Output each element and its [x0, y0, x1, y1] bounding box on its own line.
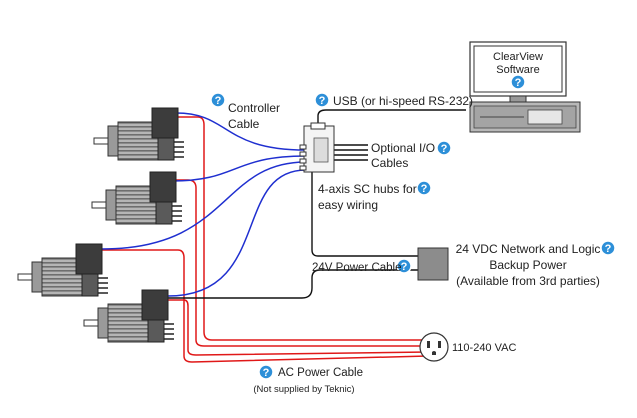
backup-power-help-icon[interactable]: ?: [600, 240, 616, 256]
clearview-help-icon[interactable]: ?: [510, 74, 526, 90]
controller-cable-label-line1: Controller: [228, 101, 280, 115]
power-cable-24v-help-icon[interactable]: ?: [396, 258, 412, 274]
help-glyph: ?: [215, 95, 222, 107]
ac-cable-note: (Not supplied by Teknic): [253, 384, 354, 395]
vac-label: 110-240 VAC: [452, 342, 516, 354]
help-glyph: ?: [319, 95, 326, 107]
backup-power-supply: [417, 247, 449, 281]
usb-label: USB (or hi-speed RS-232): [333, 94, 473, 108]
dc-and-data-wires: [166, 109, 466, 299]
optional-io-label-line1: Optional I/O: [371, 141, 435, 155]
ac-cable-label: AC Power Cable: [278, 367, 363, 379]
ac-power-help-icon[interactable]: ?: [258, 364, 274, 380]
sc-hub-label-line2: easy wiring: [318, 198, 378, 212]
help-glyph: ?: [421, 183, 428, 195]
motor-3: [17, 243, 109, 297]
controller-cable-help-icon[interactable]: ?: [210, 92, 226, 108]
help-glyph: ?: [605, 243, 612, 255]
ac-outlet: [419, 332, 449, 362]
backup-power-label-line3: (Available from 3rd parties): [456, 274, 600, 288]
motor-4: [83, 289, 175, 343]
help-glyph: ?: [401, 261, 408, 273]
usb-help-icon[interactable]: ?: [314, 92, 330, 108]
help-glyph: ?: [441, 143, 448, 155]
optional-io-label-line2: Cables: [371, 156, 408, 170]
clearview-label-line2: Software: [496, 64, 539, 76]
backup-power-label-line1: 24 VDC Network and Logic: [456, 242, 601, 256]
motor-1: [93, 107, 185, 161]
help-glyph: ?: [263, 367, 270, 379]
motor-2: [91, 171, 183, 225]
optional-io-help-icon[interactable]: ?: [436, 140, 452, 156]
clearview-label-line1: ClearView: [493, 51, 543, 63]
sc-hub: [299, 122, 335, 173]
controller-cable-wires: [101, 112, 307, 297]
clearview-computer: [469, 41, 581, 133]
help-glyph: ?: [515, 77, 522, 89]
sc-hub-label-line1: 4-axis SC hubs for: [318, 182, 417, 196]
power-cable-24v-label: 24V Power Cable: [312, 262, 402, 274]
sc-hub-help-icon[interactable]: ?: [416, 180, 432, 196]
backup-power-label-line2: Backup Power: [489, 258, 566, 272]
controller-cable-label-line2: Cable: [228, 117, 260, 131]
